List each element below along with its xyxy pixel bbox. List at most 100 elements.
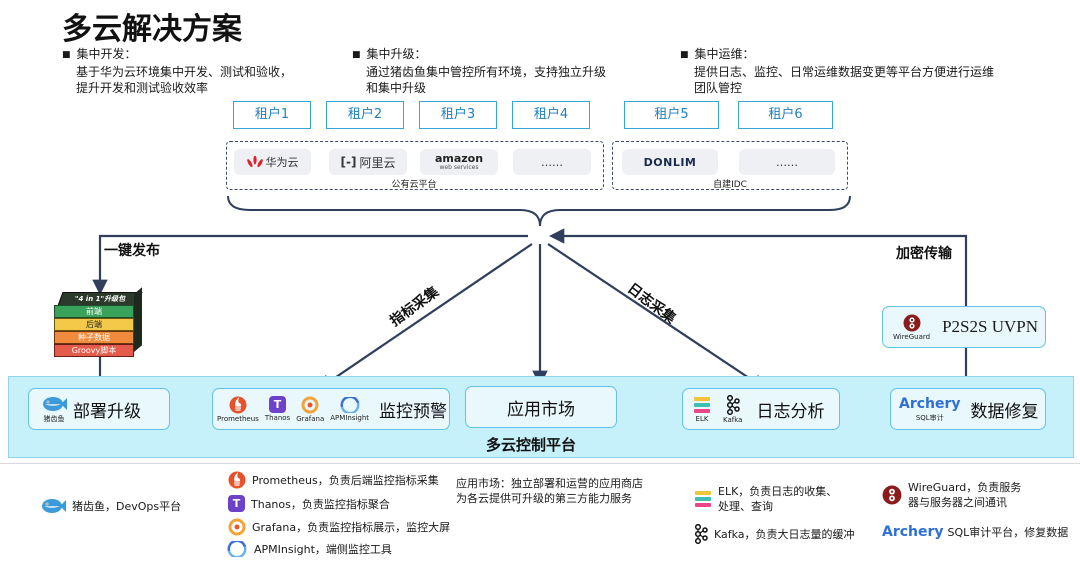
left-flow-arrow [92, 234, 528, 296]
archery-brand: Archery [882, 524, 944, 540]
more-idc-chip: …… [739, 149, 835, 175]
aliyun-logo-icon: [-] [340, 155, 357, 169]
choerodon-caption: 猪齿鱼 [43, 414, 65, 423]
deploy-upgrade-box: 猪齿鱼 部署升级 [28, 388, 170, 430]
choerodon-fish-icon [43, 396, 67, 411]
tenant-5: 租户5 [624, 101, 719, 129]
wireguard-icon [882, 485, 902, 505]
apminsight-caption: APMInsight [330, 413, 370, 422]
donlim-chip: DONLIM [622, 149, 718, 175]
app-market-label: 应用市场 [507, 399, 575, 420]
archery-logo: Archery SQL审计 [899, 396, 961, 423]
legend-kafka-text: Kafka，负责大日志量的缓冲 [714, 528, 855, 541]
bullet-line: 团队管控 [694, 81, 743, 95]
upgrade-package-stack: "4 in 1"升级包 前端 后端 种子数据 Groovy脚本 [54, 287, 143, 357]
encrypted-transfer-label: 加密传输 [896, 246, 952, 262]
huawei-cloud-chip: 华为云 [234, 149, 311, 175]
bullet-line: 基于华为云环境集中开发、测试和验收， [76, 65, 293, 79]
idc-box [612, 141, 848, 190]
legend-prometheus-text: Prometheus，负责后端监控指标采集 [252, 474, 439, 487]
thanos-logo: T Thanos [265, 396, 290, 422]
tenant-4: 租户4 [512, 101, 590, 129]
prometheus-icon [228, 471, 246, 489]
aliyun-chip: [-] 阿里云 [329, 149, 407, 175]
thanos-icon: T [269, 396, 286, 413]
app-market-box: 应用市场 [465, 386, 617, 428]
prometheus-logo: Prometheus [217, 396, 259, 423]
aws-sub-label: web services [439, 164, 479, 171]
aliyun-label: 阿里云 [359, 155, 396, 170]
elk-logo: ELK [693, 396, 711, 423]
kafka-caption: Kafka [723, 415, 743, 424]
tenant-2: 租户2 [326, 101, 404, 129]
donlim-label: DONLIM [643, 155, 697, 169]
stack-layer-groovy: Groovy脚本 [54, 344, 134, 357]
more-cloud-chip: …… [513, 149, 591, 175]
apminsight-icon [340, 396, 360, 413]
apminsight-icon [227, 541, 247, 557]
choerodon-fish-icon [42, 499, 66, 513]
data-repair-box: Archery SQL审计 数据修复 [890, 388, 1046, 430]
bullet-central-dev: 集中开发： 基于华为云环境集中开发、测试和验收， 提升开发和测试验收效率 [62, 46, 342, 96]
tenant-6: 租户6 [738, 101, 833, 129]
stack-layers: 前端 后端 种子数据 Groovy脚本 [54, 305, 134, 357]
grafana-icon [228, 518, 246, 536]
bullet-line: 提升开发和测试验收效率 [76, 81, 209, 95]
legend-archery: Archery SQL审计平台，修复数据 [882, 524, 1068, 540]
tenant-1: 租户1 [233, 101, 311, 129]
public-cloud-box [226, 141, 604, 190]
thanos-icon: T [228, 495, 245, 512]
legend-archery-text: SQL审计平台，修复数据 [947, 526, 1069, 539]
legend-choerodon: 猪齿鱼，DevOps平台 [40, 497, 181, 515]
bullet-heading: 集中运维： [680, 46, 1040, 64]
log-analysis-box: ELK Kafka 日志分析 [682, 388, 840, 430]
bullet-heading: 集中升级： [352, 46, 642, 64]
legend-elk: ELK，负责日志的收集、 处理、查询 [694, 484, 837, 514]
elk-caption: ELK [695, 414, 709, 423]
legend-choerodon-text: 猪齿鱼，DevOps平台 [72, 500, 182, 513]
bullet-central-ops: 集中运维： 提供日志、监控、日常运维数据变更等平台方便进行运维 团队管控 [680, 46, 1040, 96]
wireguard-label: P2S2S UVPN [942, 317, 1038, 336]
stack-top: "4 in 1"升级包 [57, 292, 143, 306]
legend-wireguard-text: WireGuard，负责服务 器与服务器之间通讯 [908, 480, 1021, 510]
archery-brand: Archery [899, 395, 961, 412]
legend-grafana-text: Grafana，负责监控指标展示，监控大屏 [252, 521, 451, 534]
legend-elk-line: ELK，负责日志的收集、 [718, 485, 838, 498]
legend-elk-text: ELK，负责日志的收集、 处理、查询 [718, 484, 837, 514]
legend-market: 应用市场：独立部署和运营的应用商店 为各云提供可升级的第三方能力服务 [456, 476, 643, 506]
one-click-release-label: 一键发布 [104, 243, 160, 259]
elk-icon [695, 491, 711, 507]
legend-divider [0, 463, 1080, 464]
more-idc-label: …… [776, 155, 798, 169]
kafka-icon [726, 394, 740, 415]
logs-arrow [547, 243, 767, 390]
legend-grafana: Grafana，负责监控指标展示，监控大屏 [228, 518, 450, 536]
kafka-logo: Kafka [723, 394, 743, 424]
bullet-line: 提供日志、监控、日常运维数据变更等平台方便进行运维 [694, 65, 995, 79]
legend-thanos-text: Thanos，负责监控指标聚合 [251, 497, 390, 511]
metrics-arrow [317, 243, 533, 390]
prometheus-icon [229, 396, 247, 413]
platform-title: 多云控制平台 [486, 436, 577, 454]
stack-side [134, 287, 142, 352]
thanos-caption: Thanos [264, 414, 291, 422]
wireguard-caption: WireGuard [893, 332, 931, 341]
aws-label: amazon [434, 152, 484, 165]
page-title: 多云解决方案 [62, 12, 242, 47]
grafana-icon [301, 396, 319, 413]
bullet-central-upgrade: 集中升级： 通过猪齿鱼集中管控所有环境，支持独立升级 和集中升级 [352, 46, 642, 96]
idc-caption: 自建IDC [713, 180, 747, 190]
legend-thanos: T Thanos，负责监控指标聚合 [228, 495, 390, 512]
public-cloud-caption: 公有云平台 [391, 180, 437, 190]
apminsight-logo: APMInsight [330, 396, 370, 422]
legend-wireguard-line: 器与服务器之间通讯 [908, 496, 1007, 509]
prometheus-caption: Prometheus [217, 414, 259, 423]
legend-wireguard-line: WireGuard，负责服务 [908, 481, 1022, 494]
kafka-icon [694, 524, 708, 544]
bullet-line: 和集中升级 [366, 81, 427, 95]
tenant-3: 租户3 [419, 101, 497, 129]
legend-apminsight: APMInsight，端侧监控工具 [226, 541, 392, 557]
wireguard-icon [903, 314, 921, 331]
legend-market-line: 为各云提供可升级的第三方能力服务 [456, 492, 632, 505]
elk-icon [694, 396, 710, 413]
